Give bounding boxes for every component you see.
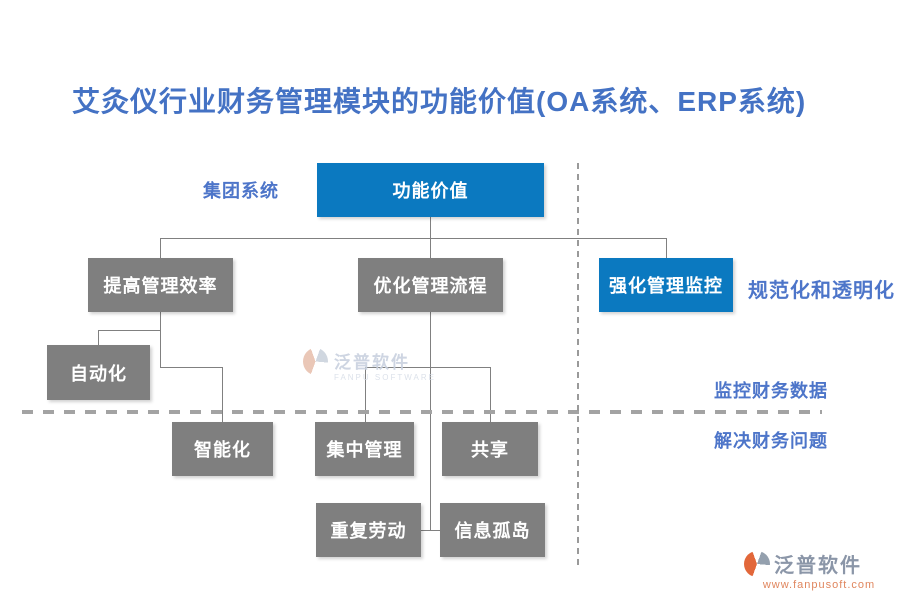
- footer-brand-url: www.fanpusoft.com: [762, 579, 876, 591]
- connector-to-automation-h: [98, 330, 161, 331]
- label-normalization: 规范化和透明化: [748, 280, 895, 302]
- connector-to-automation-v: [98, 330, 99, 345]
- connector-level2-rail: [160, 238, 667, 239]
- node-optimize-process: 优化管理流程: [358, 258, 503, 312]
- connector-to-intelligence-h: [160, 367, 223, 368]
- connector-root-down: [430, 217, 431, 238]
- fanpu-logo-icon-watermark: [303, 348, 328, 375]
- node-info-island: 信息孤岛: [440, 503, 545, 557]
- connector-to-improve-efficiency: [160, 238, 161, 258]
- label-group-system: 集团系统: [203, 181, 279, 201]
- node-intelligence: 智能化: [172, 422, 273, 476]
- connector-efficiency-down: [160, 312, 161, 368]
- connector-to-centralized: [365, 367, 366, 422]
- watermark: 泛普软件 FANPU SOFTWARE: [303, 348, 436, 382]
- connector-level3-rail: [365, 367, 491, 368]
- node-strengthen-monitor: 强化管理监控: [599, 258, 733, 312]
- node-improve-efficiency: 提高管理效率: [88, 258, 233, 312]
- node-function-value: 功能价值: [317, 163, 544, 217]
- page-title: 艾灸仪行业财务管理模块的功能价值(OA系统、ERP系统): [72, 86, 807, 117]
- connector-to-intelligence-v: [222, 367, 223, 422]
- connector-to-sharing: [490, 367, 491, 422]
- watermark-brand-subtext: FANPU SOFTWARE: [334, 373, 436, 382]
- dashed-divider-horizontal: [22, 410, 822, 414]
- label-solve-problem: 解决财务问题: [714, 431, 828, 451]
- watermark-brand-text: 泛普软件: [334, 353, 410, 372]
- fanpu-logo-icon: [744, 550, 770, 577]
- label-monitor-data: 监控财务数据: [714, 381, 828, 401]
- connector-to-strengthen-monitor: [666, 238, 667, 258]
- connector-to-optimize-process: [430, 238, 431, 258]
- node-sharing: 共享: [442, 422, 538, 476]
- connector-process-down: [430, 312, 431, 530]
- dashed-divider-vertical: [577, 163, 579, 567]
- node-centralized-manage: 集中管理: [315, 422, 414, 476]
- node-automation: 自动化: [47, 345, 150, 400]
- node-repeated-labor: 重复劳动: [316, 503, 421, 557]
- footer-brand: 泛普软件 www.fanpusoft.com: [744, 549, 894, 591]
- connector-bottom-pair: [421, 530, 440, 531]
- footer-brand-text: 泛普软件: [774, 555, 862, 577]
